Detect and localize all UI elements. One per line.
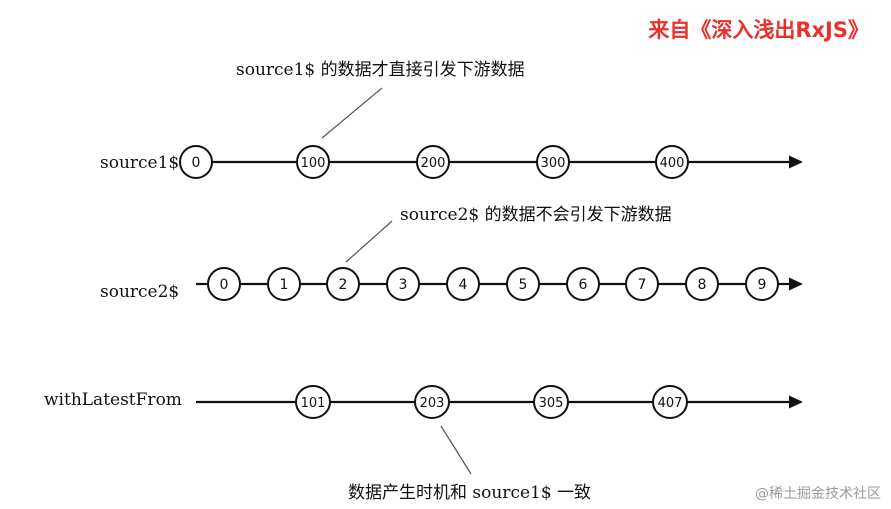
marble-value: 101 <box>301 396 326 411</box>
marble-value: 7 <box>638 277 647 293</box>
marbles-source2: 0 1 2 3 4 5 6 7 8 9 <box>207 267 779 301</box>
marble-value: 0 <box>220 277 229 293</box>
marble-circle <box>326 267 360 301</box>
marble-circle <box>655 145 689 179</box>
marble-value: 100 <box>301 156 326 171</box>
marble-source2-6: 6 <box>566 267 600 301</box>
stream-withlatestfrom: withLatestFrom 101 203 305 407 <box>44 385 803 419</box>
stream-source2: source2$ 0 1 2 3 4 5 6 7 8 9 <box>100 267 803 302</box>
marble-circle <box>414 385 450 419</box>
marble-circle <box>416 145 450 179</box>
marble-withlatestfrom-407: 407 <box>652 385 688 419</box>
book-credit: 来自《深入浅出RxJS》 <box>648 18 869 42</box>
marble-value: 0 <box>192 155 201 171</box>
marble-circle <box>745 267 779 301</box>
marble-circle <box>533 385 569 419</box>
marble-circle <box>566 267 600 301</box>
timeline-arrow-source2 <box>789 277 803 291</box>
marble-source2-9: 9 <box>745 267 779 301</box>
marble-source2-3: 3 <box>386 267 420 301</box>
marble-value: 3 <box>399 277 408 293</box>
marble-value: 203 <box>420 396 445 411</box>
marble-value: 9 <box>758 277 767 293</box>
marbles-source1: 0 100 200 300 400 <box>179 145 689 179</box>
marble-source1-0: 0 <box>179 145 213 179</box>
marble-value: 1 <box>280 277 289 293</box>
marble-source2-2: 2 <box>326 267 360 301</box>
marble-circle <box>506 267 540 301</box>
marble-circle <box>625 267 659 301</box>
marble-source1-400: 400 <box>655 145 689 179</box>
marble-source2-4: 4 <box>446 267 480 301</box>
annotation-pointer-source1 <box>321 87 383 139</box>
annotation-pointer-output <box>440 425 472 475</box>
marble-source1-100: 100 <box>296 145 330 179</box>
annotation-output: 数据产生时机和 source1$ 一致 <box>348 483 591 503</box>
stream-source1: source1$ 0 100 200 300 400 <box>100 145 803 179</box>
marble-value: 400 <box>660 156 685 171</box>
marble-value: 200 <box>421 156 446 171</box>
marble-value: 305 <box>539 396 564 411</box>
marble-circle <box>685 267 719 301</box>
timeline-arrow-source1 <box>789 155 803 169</box>
stream-label-source1: source1$ <box>100 153 179 173</box>
timeline-arrow-withlatestfrom <box>789 395 803 409</box>
marble-source2-8: 8 <box>685 267 719 301</box>
annotation-source2: source2$ 的数据不会引发下游数据 <box>400 205 672 225</box>
marble-source1-300: 300 <box>536 145 570 179</box>
annotation-source1: source1$ 的数据才直接引发下游数据 <box>236 60 525 80</box>
marble-source2-1: 1 <box>267 267 301 301</box>
marble-value: 8 <box>698 277 707 293</box>
marble-source2-0: 0 <box>207 267 241 301</box>
marble-circle <box>296 145 330 179</box>
marble-value: 2 <box>339 277 348 293</box>
marble-withlatestfrom-305: 305 <box>533 385 569 419</box>
marble-source2-5: 5 <box>506 267 540 301</box>
marble-value: 6 <box>579 277 588 293</box>
marble-circle <box>267 267 301 301</box>
marbles-withlatestfrom: 101 203 305 407 <box>295 385 688 419</box>
marble-withlatestfrom-203: 203 <box>414 385 450 419</box>
marble-value: 5 <box>519 277 528 293</box>
marble-value: 300 <box>541 156 566 171</box>
watermark: @稀土掘金技术社区 <box>755 486 881 502</box>
marble-source1-200: 200 <box>416 145 450 179</box>
marble-circle <box>207 267 241 301</box>
marble-circle <box>536 145 570 179</box>
marble-source2-7: 7 <box>625 267 659 301</box>
marble-circle <box>179 145 213 179</box>
marble-circle <box>295 385 331 419</box>
stream-label-source2: source2$ <box>100 282 179 302</box>
marble-value: 407 <box>658 396 683 411</box>
stream-label-withlatestfrom: withLatestFrom <box>44 390 182 410</box>
marble-circle <box>386 267 420 301</box>
marble-withlatestfrom-101: 101 <box>295 385 331 419</box>
annotation-pointer-source2 <box>345 220 393 263</box>
marble-value: 4 <box>459 277 468 293</box>
marble-circle <box>446 267 480 301</box>
marble-circle <box>652 385 688 419</box>
